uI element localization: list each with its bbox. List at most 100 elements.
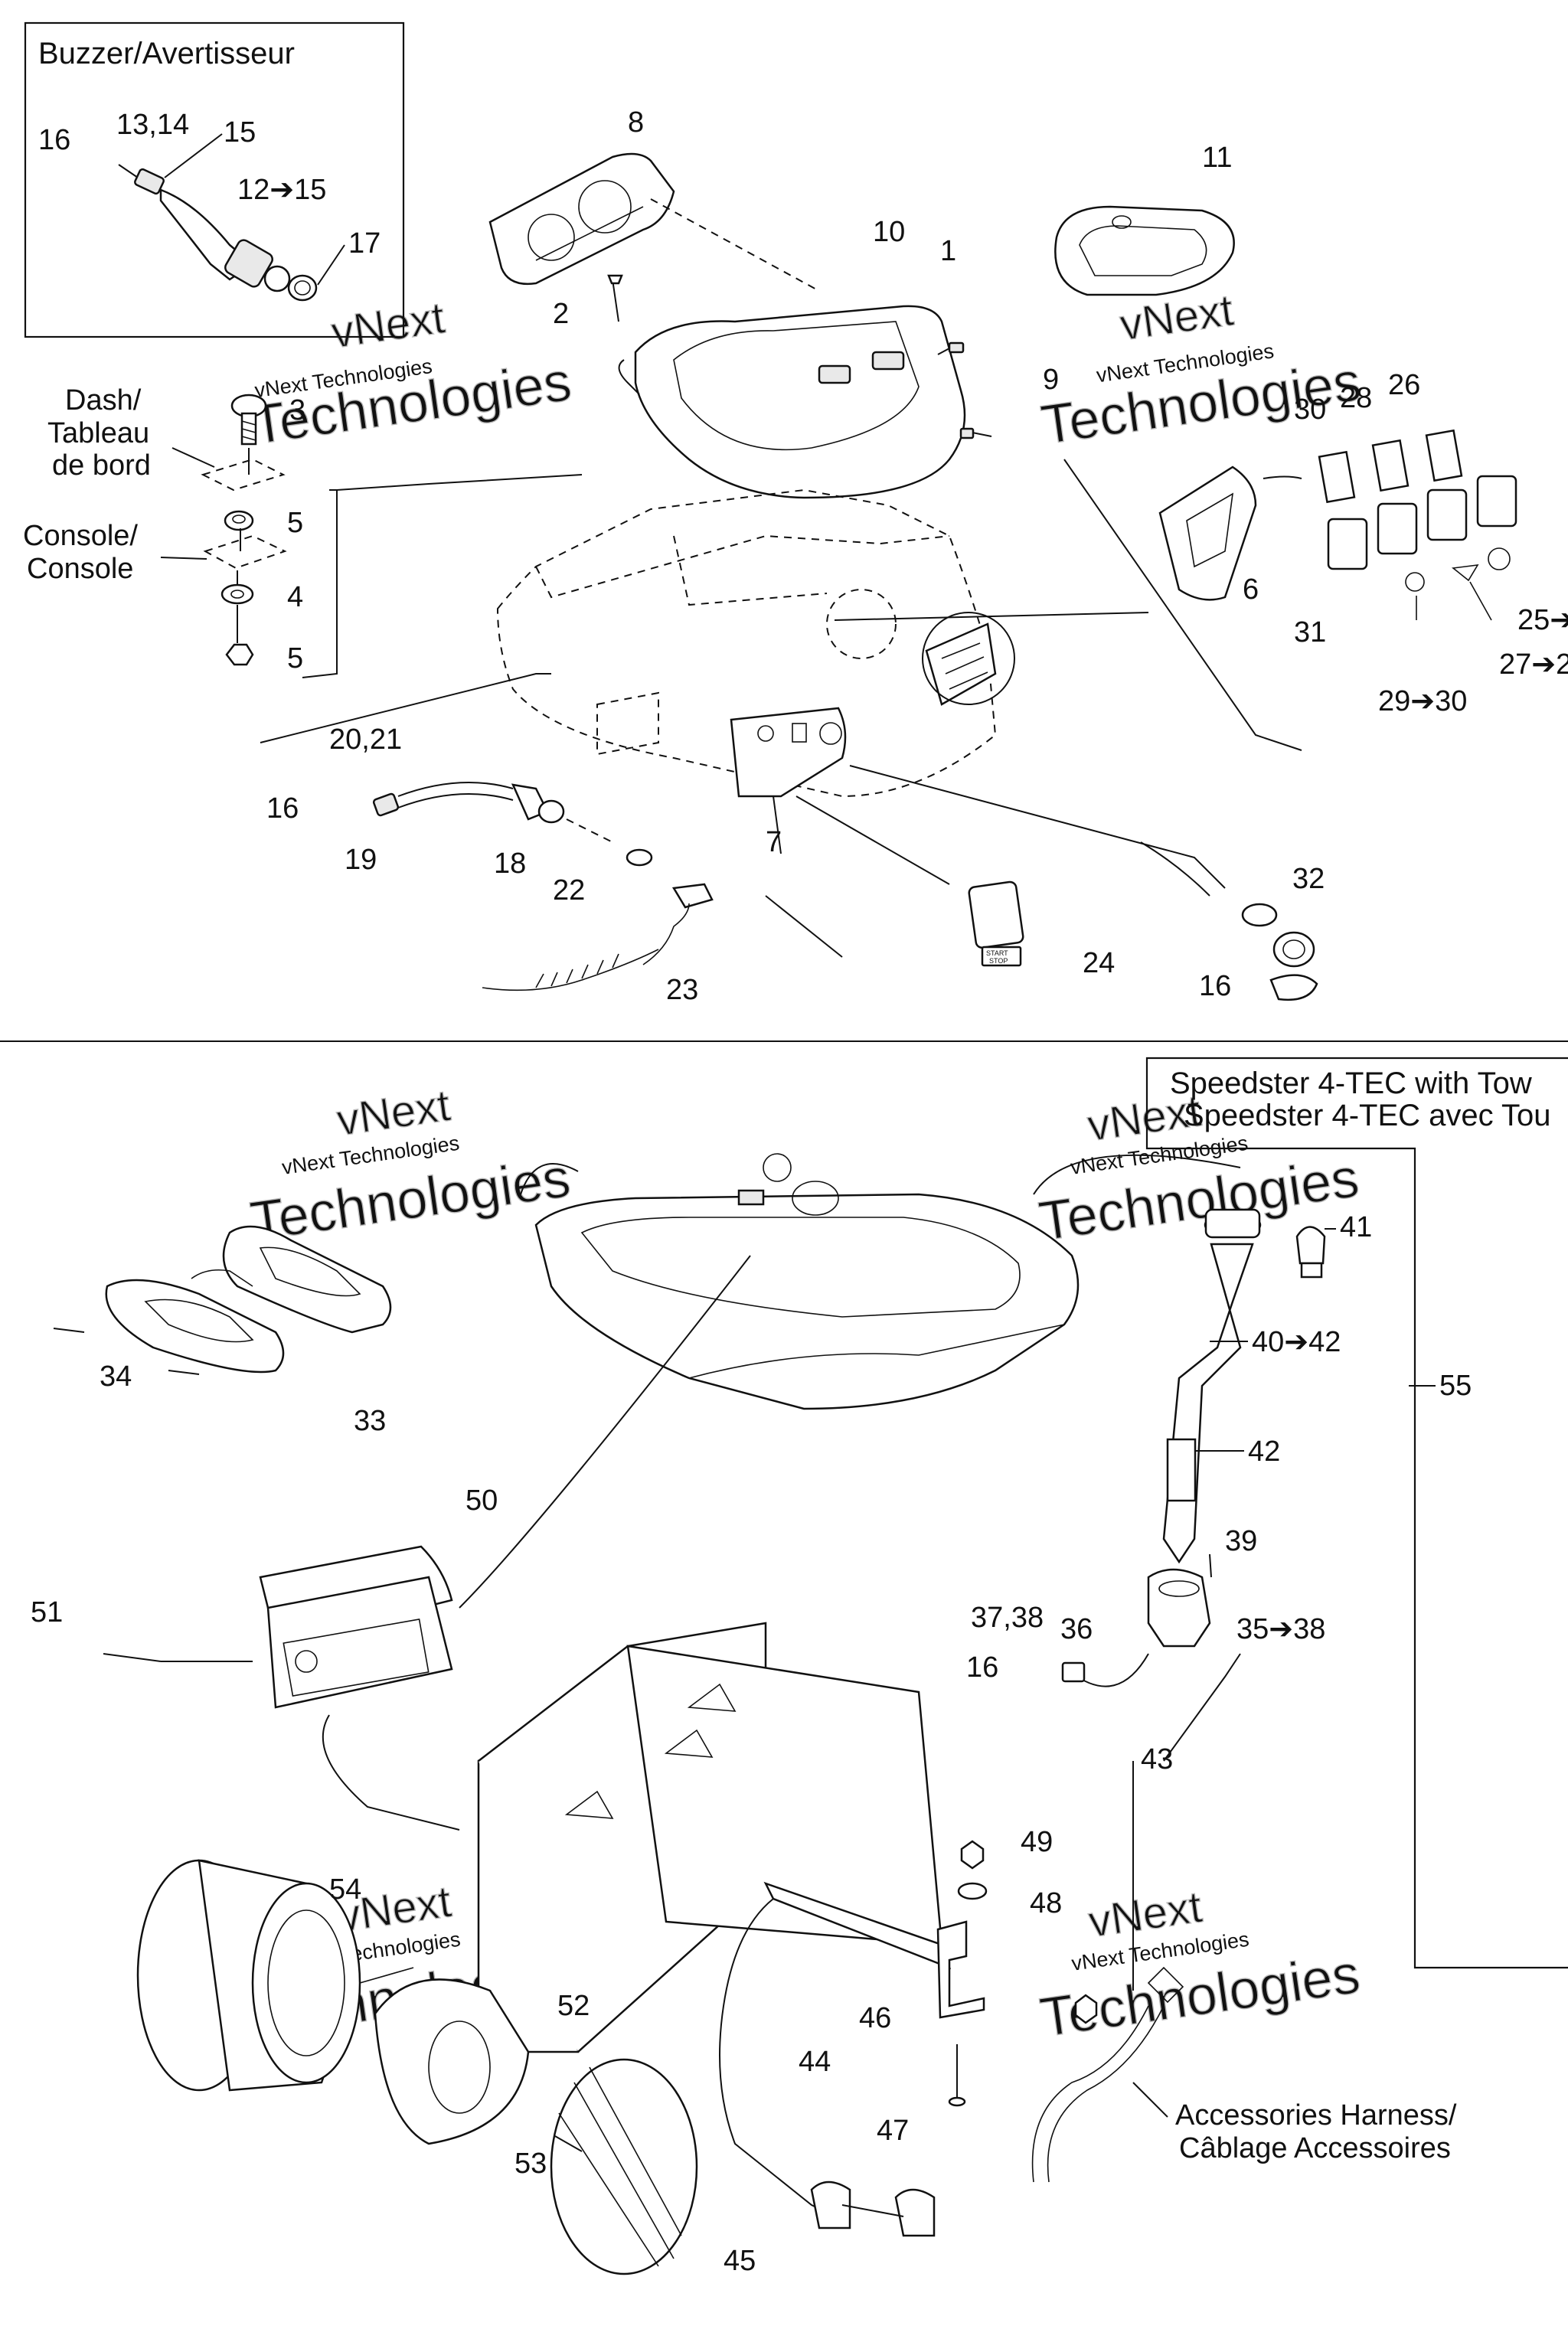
label-console: Console [27, 553, 133, 585]
callout: 16 [1199, 970, 1231, 1002]
label-console: Console/ [23, 520, 138, 552]
callout: 45 [724, 2245, 756, 2277]
callout: 28 [1340, 382, 1372, 414]
callout: 22 [553, 874, 585, 906]
callout: 23 [666, 974, 698, 1006]
console-body [496, 488, 1015, 798]
callout: 29➔30 [1378, 685, 1467, 717]
callout: 48 [1030, 1887, 1062, 1919]
callout: 27➔2 [1499, 648, 1568, 681]
rocker-switches [1158, 429, 1517, 621]
leader-lines-top [260, 459, 1302, 958]
callout: 5 [287, 507, 303, 539]
callout: 1 [940, 235, 956, 267]
buzzer-inset: Buzzer/Avertisseur [24, 21, 405, 338]
callout: 54 [329, 1873, 361, 1906]
callout: 17 [348, 227, 381, 260]
callout: 19 [345, 844, 377, 876]
callout: 9 [1043, 364, 1059, 396]
callout-leader [164, 133, 223, 178]
callout: 2 [553, 298, 569, 330]
callout: 32 [1292, 863, 1325, 895]
callout: 5 [287, 642, 303, 675]
callout: 24 [1083, 947, 1115, 979]
switch-panel [730, 707, 847, 798]
callout: 7 [766, 826, 782, 858]
callout: 8 [628, 106, 644, 139]
watermark: vNext Technologies vNext Technologies [1037, 285, 1365, 457]
callout-leader [317, 244, 345, 286]
callout: 55 [1439, 1370, 1472, 1402]
callout: 34 [100, 1361, 132, 1393]
cover-bezel [1054, 205, 1235, 296]
callout: 50 [466, 1485, 498, 1517]
power-socket [1140, 841, 1318, 1001]
callout: 10 [873, 216, 905, 248]
callout: 43 [1141, 1743, 1173, 1775]
callout: 47 [877, 2115, 909, 2147]
watermark: vNext Technologies vNext Technologies [1036, 1881, 1364, 2049]
callout: 35➔38 [1236, 1613, 1325, 1645]
label-dash: Dash/ [65, 384, 142, 416]
mount-bracket [936, 1840, 1098, 2107]
callout: 39 [1225, 1525, 1257, 1557]
callout-leader [1163, 1653, 1241, 1762]
model-name-en: Speedster 4-TEC with Tow [1170, 1067, 1532, 1100]
callout: 52 [557, 1990, 590, 2022]
callout: 31 [1294, 616, 1326, 648]
label-harness: Câblage Accessoires [1179, 2132, 1451, 2164]
callout: 16 [966, 1651, 998, 1684]
lanyard-assembly [372, 782, 714, 991]
model-box: Speedster 4-TEC with Tow Speedster 4-TEC… [1145, 1057, 1568, 1969]
dash-panel [618, 305, 966, 499]
callout: 16 [38, 124, 70, 156]
callout: 36 [1060, 1613, 1093, 1645]
leader [650, 198, 820, 292]
label-dash: de bord [52, 449, 151, 482]
callout: 11 [1202, 142, 1232, 174]
callout-leader [1132, 2082, 1168, 2118]
callout: 37,38 [971, 1602, 1044, 1634]
callout: 18 [494, 848, 526, 880]
watermark: vNext Technologies vNext Technologies [247, 292, 576, 457]
callout: 44 [799, 2046, 831, 2078]
svg-text:vNext: vNext [328, 292, 448, 358]
instrument-cluster [488, 152, 675, 286]
callout: 13,14 [116, 109, 189, 141]
callout: 25➔ [1517, 604, 1568, 636]
model-name-fr: Speedster 4-TEC avec Tou [1184, 1099, 1551, 1132]
inset-frame [24, 21, 405, 338]
callout: 53 [514, 2148, 547, 2180]
watermark: vNext Technologies vNext Technologies [247, 1080, 575, 1253]
boat-hull [534, 1153, 1080, 1410]
callout-leader [160, 557, 207, 560]
leader [520, 1163, 579, 1195]
speaker-flange [53, 1225, 392, 1375]
callout: 16 [266, 792, 299, 825]
accessories-harness [1031, 1966, 1184, 2183]
callout: 26 [1388, 369, 1420, 401]
callout: 40➔42 [1252, 1326, 1341, 1358]
callout: 30 [1294, 394, 1326, 426]
label-dash: Tableau [47, 417, 149, 449]
buzzer-part [118, 164, 318, 302]
antenna-cable [719, 1898, 936, 2237]
callout-labels: 16 13,14 15 12➔15 17 8 11 10 1 2 9 3 5 4… [23, 106, 1568, 2277]
start-label: START [986, 949, 1008, 957]
callout: 6 [1243, 573, 1259, 606]
callout: 49 [1021, 1826, 1053, 1858]
callout-leader [172, 447, 215, 468]
callout: 33 [354, 1405, 386, 1437]
stop-label: STOP [989, 957, 1008, 965]
callout: 15 [224, 116, 256, 149]
screws-top [607, 274, 992, 439]
speaker-assembly [136, 1859, 698, 2275]
leader [459, 1255, 751, 1609]
label-harness: Accessories Harness/ [1175, 2099, 1457, 2132]
callout: 4 [287, 581, 303, 613]
callout: 3 [289, 394, 305, 426]
start-stop-switch: START STOP [968, 880, 1024, 967]
tow-pole [1061, 1208, 1326, 1687]
inset-title: Buzzer/Avertisseur [38, 37, 295, 70]
